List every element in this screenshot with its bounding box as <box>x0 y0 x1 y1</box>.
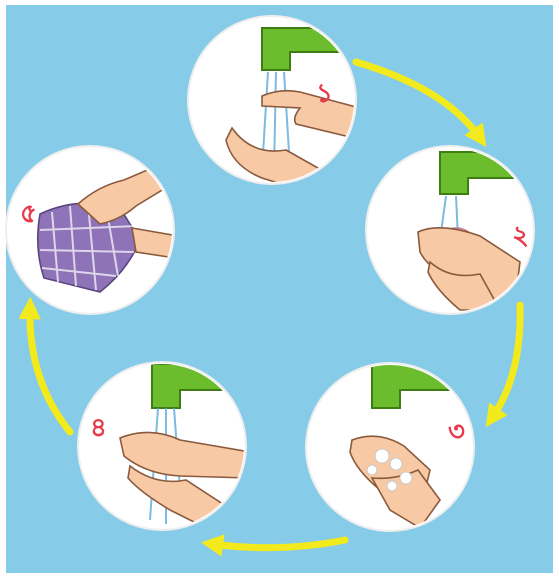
step-number: ৩ <box>448 417 465 447</box>
step-number: ৫ <box>20 199 37 229</box>
step-2-panel: ২ <box>366 146 534 314</box>
step-number: ২ <box>512 221 529 251</box>
step-number: ৪ <box>90 413 107 443</box>
step-3-panel: ৩ <box>306 363 474 531</box>
step-number: ১ <box>316 79 333 109</box>
